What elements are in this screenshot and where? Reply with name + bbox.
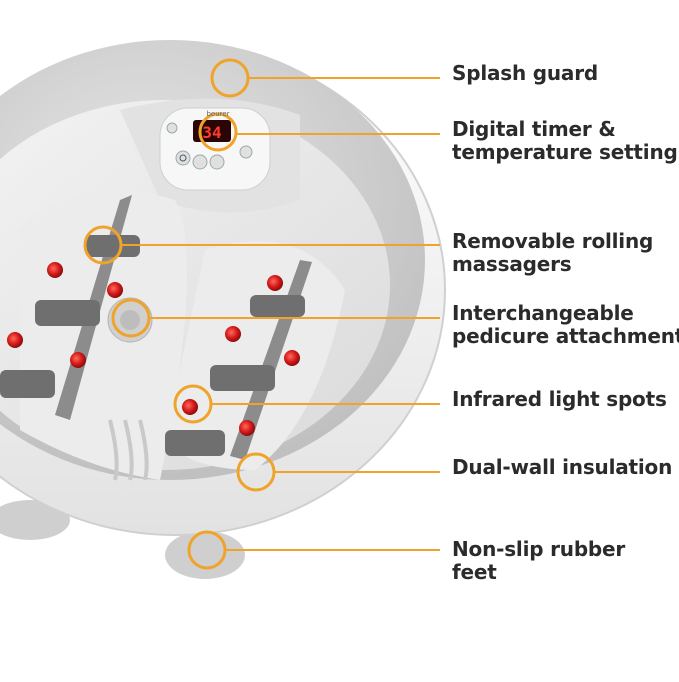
callout-line: Non-slip rubber xyxy=(452,537,626,561)
callout-splash-guard: Splash guard xyxy=(452,62,598,85)
callout-infrared-spots: Infrared light spots xyxy=(452,388,667,411)
callout-digital-timer: Digital timer & temperature setting xyxy=(452,118,678,164)
callout-rolling-massagers: Removable rolling massagers xyxy=(452,230,653,276)
plus-button[interactable] xyxy=(239,145,253,159)
callout-line: feet xyxy=(452,560,497,584)
rubber-foot xyxy=(0,500,70,540)
callout-dual-wall: Dual-wall insulation xyxy=(452,456,672,479)
brand-logo: beurer xyxy=(206,110,229,118)
callout-pedicure-attachment: Interchangeable pedicure attachment xyxy=(452,302,679,348)
center-ribs xyxy=(108,419,149,481)
callout-line: Infrared light spots xyxy=(452,387,667,411)
callout-line: Digital timer & xyxy=(452,117,616,141)
rubber-foot xyxy=(165,531,245,579)
power-button[interactable] xyxy=(175,150,191,166)
callout-line: Removable rolling xyxy=(452,229,654,253)
callout-line: Splash guard xyxy=(452,61,599,85)
heat-button[interactable] xyxy=(209,154,225,170)
pedicure-attachment-center xyxy=(120,310,140,330)
foot-bed-left xyxy=(20,190,187,480)
minus-button[interactable] xyxy=(166,122,178,134)
callout-line: Dual-wall insulation xyxy=(452,455,673,479)
callout-rubber-feet: Non-slip rubber feet xyxy=(452,538,625,584)
display-readout: 34 xyxy=(202,123,221,142)
callout-leaders xyxy=(121,77,440,551)
callout-line: Interchangeable xyxy=(452,301,634,325)
massage-button[interactable] xyxy=(192,154,208,170)
power-icon xyxy=(179,154,187,162)
callout-line: massagers xyxy=(452,252,572,276)
rolling-massagers xyxy=(0,235,305,456)
callout-line: temperature setting xyxy=(452,140,678,164)
callout-line: pedicure attachment xyxy=(452,324,679,348)
infrared-light-spots xyxy=(7,262,300,436)
